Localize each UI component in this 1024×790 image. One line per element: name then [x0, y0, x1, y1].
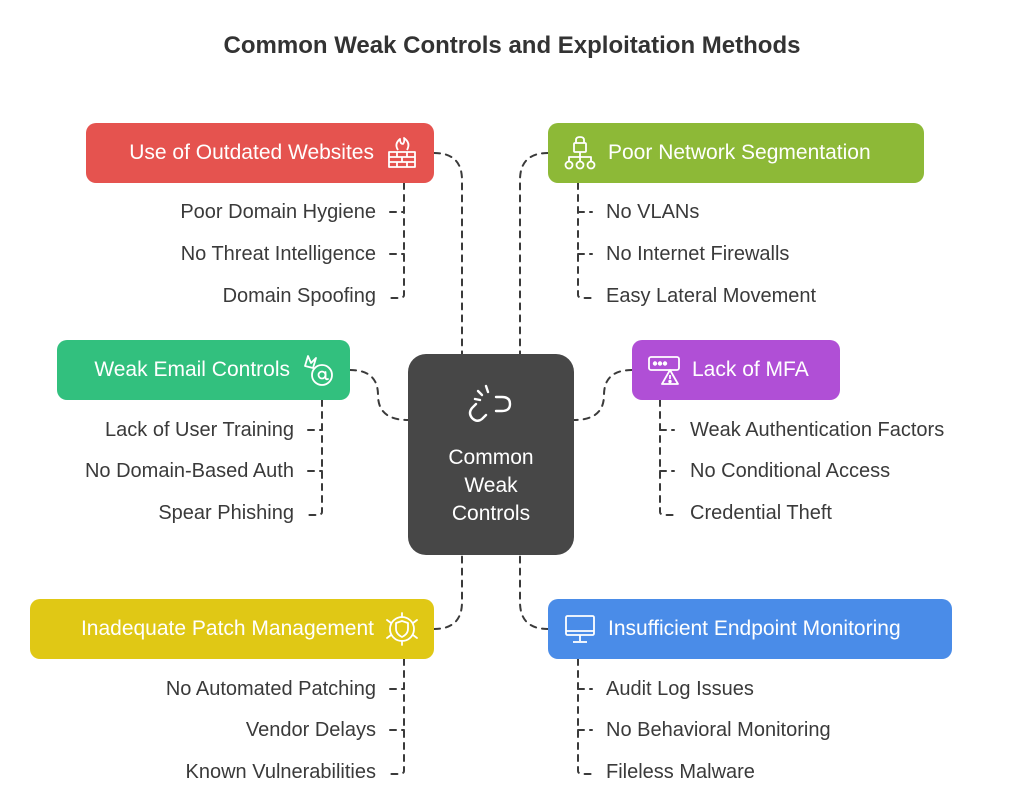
ticks-network-segmentation — [577, 211, 593, 255]
item-lack-of-user-training: Lack of User Training — [105, 419, 294, 441]
connector-outdated-websites — [433, 152, 463, 355]
bracket-patch-management — [385, 658, 405, 775]
connector-email-controls — [349, 369, 409, 421]
connector-network-segmentation — [519, 152, 549, 355]
item-spear-phishing: Spear Phishing — [158, 502, 294, 524]
box-patch-management: Inadequate Patch Management — [30, 599, 434, 659]
bracket-outdated-websites — [385, 182, 405, 299]
bracket-email-controls — [303, 399, 323, 516]
item-weak-authentication-factors: Weak Authentication Factors — [690, 419, 945, 441]
box-network-segmentation: Poor Network Segmentation — [548, 123, 924, 183]
bracket-endpoint-monitoring — [577, 658, 597, 775]
monitor-icon — [565, 615, 595, 643]
firewall-icon — [388, 137, 416, 168]
item-no-automated-patching: No Automated Patching — [165, 678, 376, 700]
item-no-conditional-access: No Conditional Access — [690, 460, 891, 482]
diagram-title: Common Weak Controls and Exploitation Me… — [223, 32, 801, 59]
center-label: Common Weak Controls — [448, 446, 534, 525]
item-no-domain-based-auth: No Domain-Based Auth — [84, 460, 294, 482]
ticks-endpoint-monitoring — [577, 688, 593, 731]
box-outdated-websites: Use of Outdated Websites — [86, 123, 434, 183]
ticks-patch-management — [389, 688, 405, 731]
center-node: Common Weak Controls — [408, 354, 574, 555]
shield-bug-icon — [386, 612, 418, 646]
box-email-controls: Weak Email Controls — [57, 340, 350, 400]
item-no-vlans: No VLANs — [606, 201, 700, 223]
item-credential-theft: Credential Theft — [690, 502, 832, 524]
bracket-mfa — [659, 399, 679, 516]
email-alert-icon — [304, 355, 333, 386]
item-vendor-delays: Vendor Delays — [245, 719, 376, 741]
password-warning-icon — [648, 356, 680, 385]
item-easy-lateral-movement: Easy Lateral Movement — [606, 285, 817, 307]
network-lock-icon — [564, 136, 596, 170]
item-no-threat-intelligence: No Threat Intelligence — [180, 243, 376, 265]
item-poor-domain-hygiene: Poor Domain Hygiene — [180, 201, 376, 223]
ticks-mfa — [659, 429, 675, 472]
connector-mfa — [573, 369, 633, 421]
connector-patch-management — [433, 554, 463, 630]
item-fileless-malware: Fileless Malware — [606, 761, 755, 783]
item-audit-log-issues: Audit Log Issues — [606, 678, 754, 700]
item-no-behavioral-monitoring: No Behavioral Monitoring — [606, 719, 831, 741]
item-domain-spoofing: Domain Spoofing — [222, 285, 376, 307]
ticks-outdated-websites — [389, 211, 405, 255]
broken-link-icon — [468, 384, 512, 422]
bracket-network-segmentation — [577, 182, 597, 299]
connector-endpoint-monitoring — [519, 554, 549, 630]
ticks-email-controls — [307, 429, 323, 472]
item-known-vulnerabilities: Known Vulnerabilities — [185, 761, 376, 783]
item-no-internet-firewalls: No Internet Firewalls — [606, 243, 790, 265]
box-endpoint-monitoring: Insufficient Endpoint Monitoring — [548, 599, 952, 659]
box-mfa: Lack of MFA — [632, 340, 840, 400]
